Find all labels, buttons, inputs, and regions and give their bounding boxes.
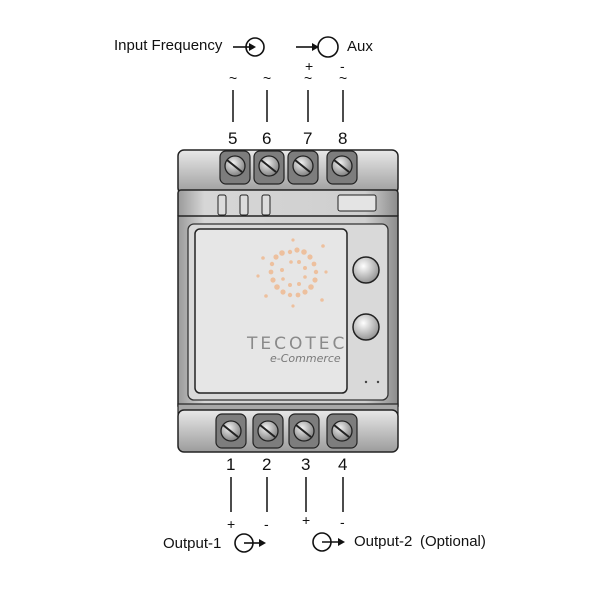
terminal-8-ac-symbol: ~ xyxy=(339,70,348,86)
terminal-2-number: 2 xyxy=(262,455,272,474)
terminal-7-ac-symbol: ~ xyxy=(304,70,313,86)
terminal-4-screw xyxy=(326,413,358,449)
input-frequency-symbol xyxy=(233,37,265,57)
terminal-2-polarity: - xyxy=(264,516,269,532)
output-2-symbol xyxy=(312,532,345,552)
terminal-8-screw xyxy=(326,150,358,185)
terminal-6-number: 6 xyxy=(262,129,272,148)
terminal-6-screw xyxy=(253,150,285,185)
terminal-4-polarity: - xyxy=(340,514,345,530)
aux-symbol xyxy=(296,36,339,58)
terminal-1-polarity: + xyxy=(227,516,236,532)
terminal-5-screw xyxy=(219,150,251,185)
terminal-8-polarity: - xyxy=(340,58,345,74)
terminal-7-polarity: + xyxy=(305,58,314,74)
terminal-5-number: 5 xyxy=(228,129,238,148)
terminal-1-screw xyxy=(215,413,247,449)
bottom-screws xyxy=(215,413,358,449)
watermark-tagline: e-Commerce xyxy=(270,352,341,365)
top-wires xyxy=(232,90,344,122)
output-1-label: Output-1 xyxy=(163,535,222,552)
aux-label: Aux xyxy=(347,38,373,55)
output-2-label: Output-2 xyxy=(354,533,413,550)
watermark-logo xyxy=(256,238,328,308)
terminal-3-polarity: + xyxy=(302,512,311,528)
top-screws xyxy=(219,150,358,185)
terminal-5-ac-symbol: ~ xyxy=(229,70,238,86)
output-1-symbol xyxy=(234,533,266,553)
terminal-3-screw xyxy=(288,413,320,449)
terminal-8-number: 8 xyxy=(338,129,348,148)
terminal-4-number: 4 xyxy=(338,455,348,474)
upper-button[interactable] xyxy=(352,256,380,284)
meter-device xyxy=(177,149,399,453)
optional-label: (Optional) xyxy=(420,533,486,550)
lower-button[interactable] xyxy=(352,313,380,341)
terminal-1-number: 1 xyxy=(226,455,236,474)
display-window xyxy=(194,228,348,394)
terminal-7-number: 7 xyxy=(303,129,313,148)
watermark-brand: TECOTEC xyxy=(247,334,348,354)
terminal-2-screw xyxy=(252,413,284,449)
bottom-terminal-block xyxy=(177,409,399,453)
input-frequency-label: Input Frequency xyxy=(114,37,223,54)
bottom-wires xyxy=(230,477,344,512)
terminal-6-ac-symbol: ~ xyxy=(263,70,272,86)
terminal-7-screw xyxy=(287,150,319,185)
terminal-3-number: 3 xyxy=(301,455,311,474)
